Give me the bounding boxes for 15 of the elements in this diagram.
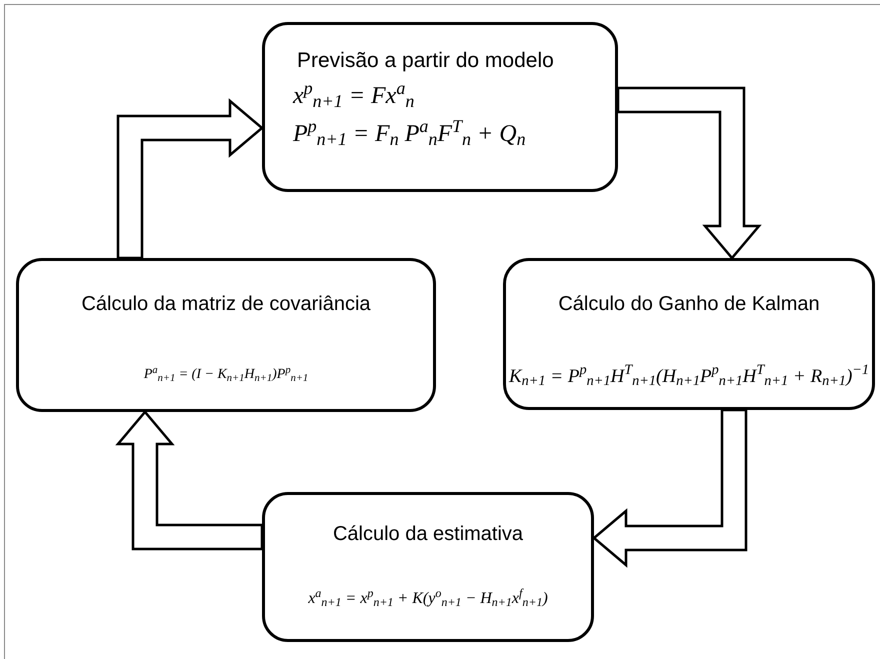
box-heading: Cálculo da estimativa [332,522,524,547]
process-box [503,258,875,410]
formula: P$^{p}$$_{n+1}$ = F$_{n}$ P$^{a}$$_{n}$F$^{T}$$_{n}$ + Q$_{n}$ [292,114,526,151]
process-box [16,258,436,412]
process-box [262,22,618,192]
block-arrow [115,410,264,550]
formula: K$_{n+1}$ = P$^{p}$$_{n+1}$H$^{T}$$_{n+1}$(H$_{n+1}$P$^{p}$$_{n+1}$H$^{T}$$_{n+1}$ + R$_{n+1}$)$^{−1}$ [508,362,870,391]
block-arrow [592,408,748,568]
block-arrow [616,86,762,260]
box-heading: Cálculo da matriz de covariância [80,292,372,317]
formula: x$^{a}$$_{n+1}$ = x$^{p}$$_{n+1}$ + K(y$^{o}$$_{n+1}$ − H$_{n+1}$x$^{f}$$_{n+1}$) [307,587,549,611]
box-heading: Previsão a partir do modelo [296,48,554,74]
process-box [262,492,594,642]
box-heading: Cálculo do Ganho de Kalman [557,292,821,317]
block-arrow [116,98,264,260]
